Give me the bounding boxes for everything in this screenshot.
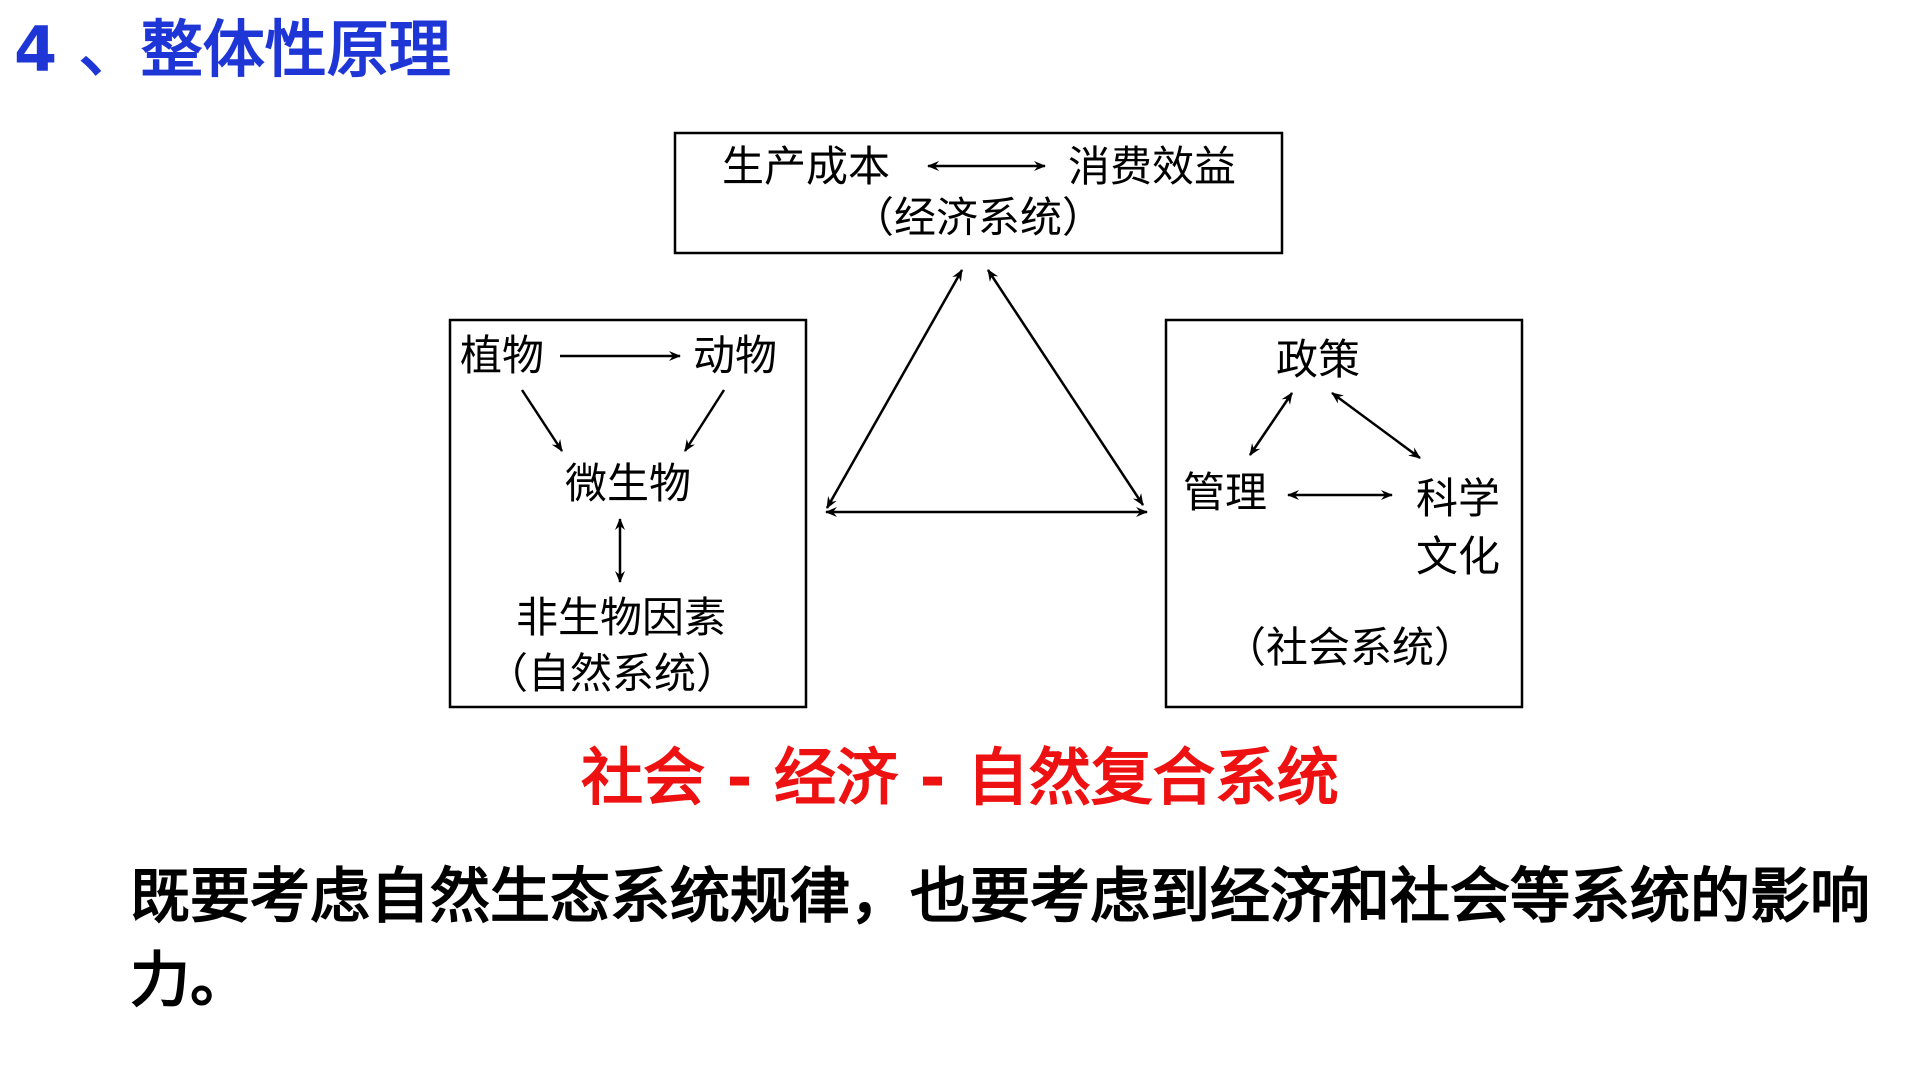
summary-text: 既要考虑自然生态系统规律，也要考虑到经济和社会等系统的影响力。 <box>130 862 1870 1016</box>
animals-to-microbes-arrow <box>683 389 726 452</box>
natural-economic-arrow <box>825 269 964 509</box>
social-system-frame <box>1164 318 1524 709</box>
abiotic-factors-label: 非生物因素 <box>516 593 726 642</box>
policy-label: 政策 <box>1276 335 1360 384</box>
social-system-caption: （社会系统） <box>1224 623 1476 672</box>
economic-system-caption: （经济系统） <box>852 193 1104 242</box>
science-label: 科学 <box>1416 474 1500 523</box>
plants-to-microbes-arrow <box>520 389 564 452</box>
natural-system-frame <box>448 318 808 709</box>
consumption-benefit-label: 消费效益 <box>1068 142 1236 191</box>
culture-label: 文化 <box>1416 532 1500 581</box>
management-label: 管理 <box>1183 468 1267 517</box>
microbes-label: 微生物 <box>565 459 691 508</box>
production-cost-label: 生产成本 <box>722 142 890 191</box>
economic-system-box: 生产成本 消费效益 （经济系统） <box>673 131 1284 255</box>
system-interaction-triangle <box>825 269 1148 517</box>
composite-system-label: 社会 - 经济 - 自然复合系统 <box>581 741 1339 814</box>
natural-system-caption: （自然系统） <box>486 649 738 698</box>
slide-title: 4 、整体性原理 <box>14 13 451 86</box>
plants-label: 植物 <box>460 331 544 380</box>
economic-system-frame <box>673 131 1284 255</box>
natural-system-box: 植物 动物 微生物 非生物因素 （自然系统） <box>448 318 808 709</box>
social-system-box: 政策 管理 科学 文化 （社会系统） <box>1164 318 1524 709</box>
economic-social-arrow <box>986 269 1145 506</box>
policy-science-arrow <box>1331 391 1421 460</box>
policy-management-arrow <box>1248 392 1294 456</box>
animals-label: 动物 <box>693 331 777 380</box>
